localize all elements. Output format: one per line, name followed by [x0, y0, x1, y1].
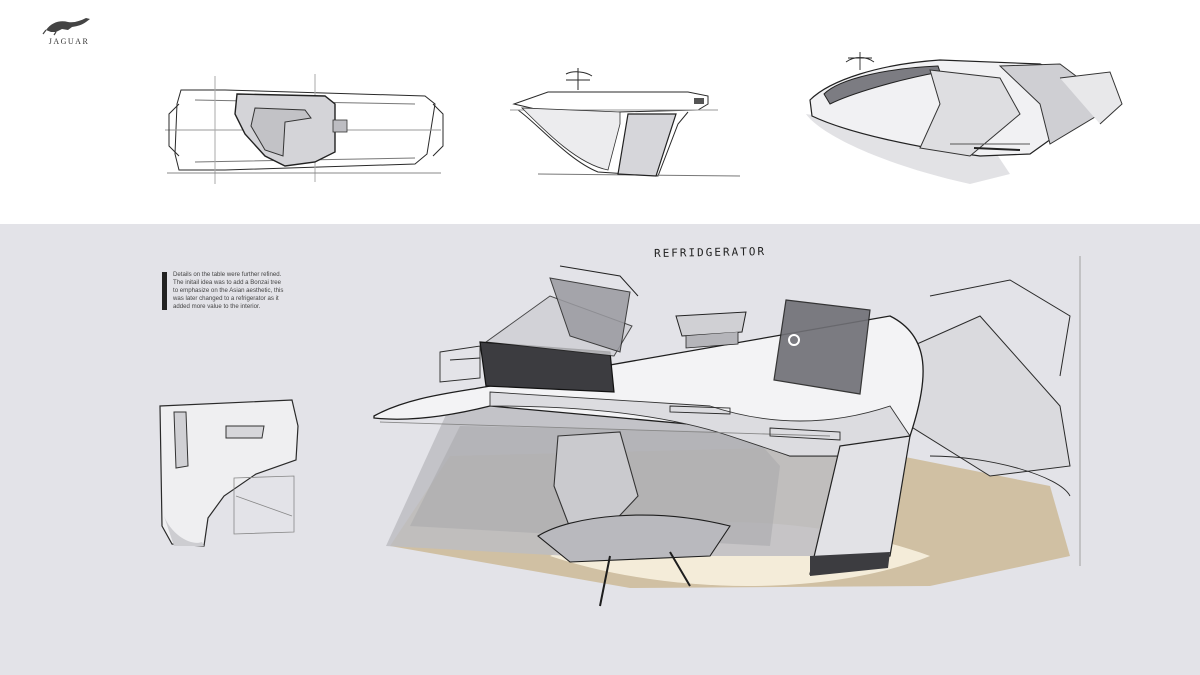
note-text: Details on the table were further refine… [173, 271, 318, 311]
table-detail-sketch [159, 399, 299, 547]
jaguar-logo: JAGUAR [38, 16, 100, 50]
perspective-sketch [806, 52, 1123, 184]
note-accent-bar [162, 272, 167, 310]
note-line: added more value to the interior. [173, 303, 261, 311]
interior-perspective-sketch [373, 256, 1081, 607]
side-view-sketch [510, 68, 741, 177]
note-line: The initail idea was to add a Bonzai tre… [173, 279, 282, 287]
refrigerator-callout: REFRIDGERATOR [653, 245, 767, 260]
top-view-sketch [165, 74, 444, 184]
note-line: was later changed to a refrigerator as i… [173, 295, 279, 303]
note-line: Details on the table were further refine… [173, 271, 282, 278]
brand-wordmark: JAGUAR [48, 37, 90, 46]
note-line: to emphasize on the Asian aesthetic, thi… [173, 287, 284, 295]
leaping-jaguar-icon [42, 18, 90, 36]
